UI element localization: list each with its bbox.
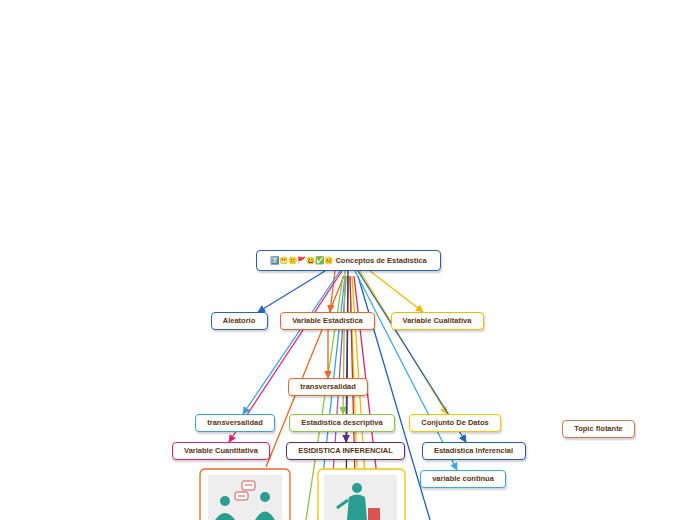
topic-text: variable continua [432,475,494,483]
topic-text: Conjunto De Datos [421,419,489,427]
connector [258,271,325,312]
topic-box: Estadística Inferencial [422,442,526,460]
central-topic: 7️⃣😬😕🚩😀✅😐 Conceptos de Estadística [256,250,441,271]
topic-text: Topic flotante [574,425,623,433]
topic-text: Variable Cualitativa [403,317,472,325]
topic-text: EStDISTICA INFERENCIAL [298,447,393,455]
topic-box: Variable Cualitativa [391,312,484,330]
topic-box: Variable Cuantitativa [172,442,270,460]
connector [370,271,423,312]
topic-box: Topic flotante [562,420,635,438]
topic-text: Estadística descriptiva [301,419,382,427]
connector [330,271,335,312]
topic-text: Estadística Inferencial [434,447,513,455]
topic-text: Aleatorio [223,317,256,325]
topic-box: Variable Estadística [280,312,375,330]
image-box [318,469,405,520]
image-box [200,469,290,520]
connector [355,271,457,470]
topic-box: Conjunto De Datos [409,414,501,432]
topic-box: transversalidad [195,414,275,432]
topic-text: transversalidad [300,383,355,391]
topic-text: transversalidad [207,419,262,427]
topic-text: 7️⃣😬😕🚩😀✅😐 Conceptos de Estadística [270,257,426,265]
topic-box: transversalidad [288,378,368,396]
topic-box: Estadística descriptiva [289,414,395,432]
topic-box: EStDISTICA INFERENCIAL [286,442,405,460]
topic-text: Variable Cuantitativa [184,447,258,455]
branch-line [266,276,344,467]
connector [327,330,328,378]
topic-box: Aleatorio [211,312,268,330]
topic-text: Variable Estadística [292,317,362,325]
topic-box: variable continua [420,470,506,488]
